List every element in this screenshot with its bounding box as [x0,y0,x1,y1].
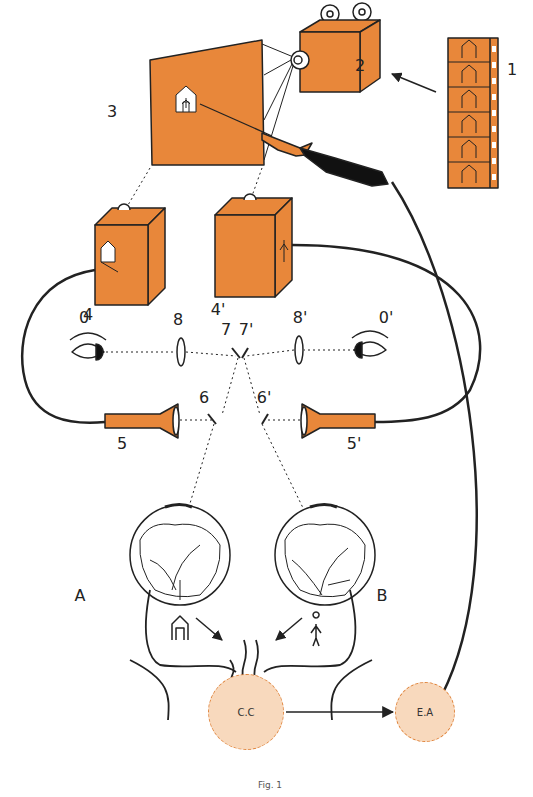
flow-arrow [196,618,302,640]
lens [177,336,303,366]
viewer-box [215,194,292,297]
connector-arrow [286,711,393,713]
mirror [208,348,268,424]
callout-number: 5' [347,436,362,452]
callout-number: 7 [221,322,231,338]
viewer-scope [105,404,375,438]
callout-number: 6 [199,390,209,406]
callout-number: A [75,588,86,604]
callout-number: 6' [257,390,272,406]
callout-number: 8' [293,310,308,326]
node-text: E.A [417,707,433,718]
viewer-box [95,204,165,305]
dotted-rays [106,168,360,512]
projector [291,3,380,92]
callout-number: 3 [107,104,117,120]
callout-number: 8 [173,312,183,328]
screen [150,40,264,165]
image-symbol [172,612,321,646]
eyeball [130,505,375,606]
brain-centre: E.A [395,682,455,742]
figure-caption: Fig. 1 [258,780,282,790]
callout-number: 0 [79,310,89,326]
feed-arrow [392,74,436,92]
callout-number: 1 [507,62,517,78]
callout-number: 7' [239,322,254,338]
callout-number: 2 [355,58,365,74]
cable [22,182,480,695]
callout-number: 0' [379,310,394,326]
callout-number: 5 [117,436,127,452]
brain-centre: C.C [208,674,284,750]
callout-number: 4' [211,302,226,318]
node-text: C.C [237,707,254,718]
callout-number: B [377,588,388,604]
pointing-hand [200,104,388,186]
film-strip [448,38,498,188]
